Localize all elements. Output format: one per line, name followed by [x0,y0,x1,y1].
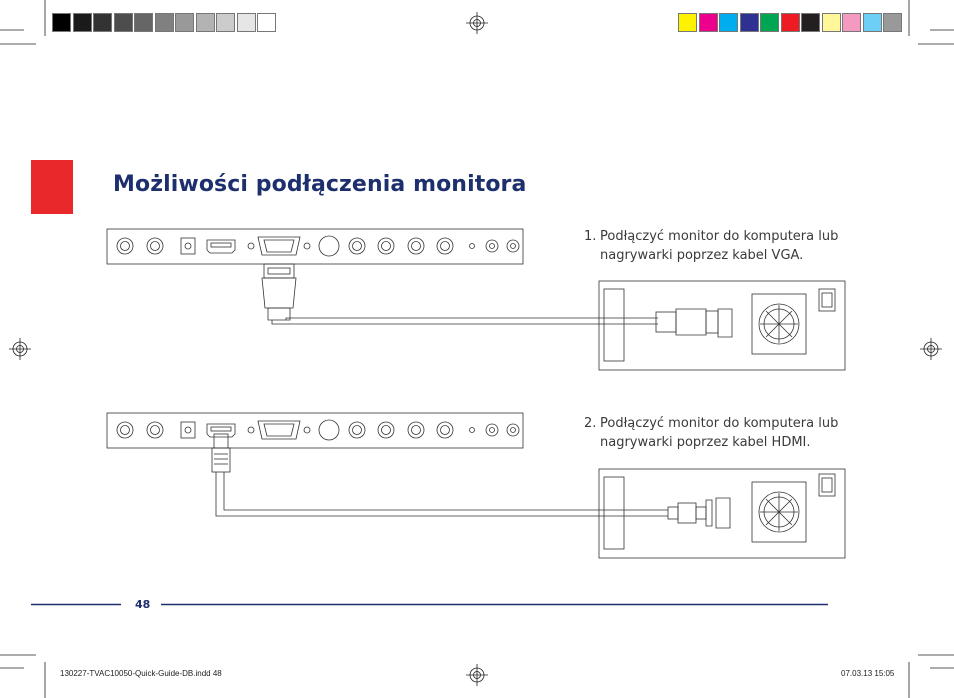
computer-rear [598,280,846,371]
color-swatch [52,13,71,32]
color-swatch [842,13,861,32]
registration-target-icon [466,664,488,686]
color-swatch [821,13,841,32]
color-swatch [862,13,882,32]
step-1-line-1: Podłączyć monitor do komputera lub [600,229,839,244]
slug-datetime: 07.03.13 15:05 [841,669,895,678]
slug-file-name: 130227-TVAC10050-Quick-Guide-DB.indd 48 [60,669,222,678]
color-swatch [780,13,800,32]
step-2-text: 2.Podłączyć monitor do komputera lub nag… [584,414,838,452]
step-1-text: 1.Podłączyć monitor do komputera lub nag… [584,227,838,265]
registration-target-icon [920,338,942,360]
color-swatch [698,13,718,32]
color-swatch [760,13,779,32]
color-swatch [134,13,153,32]
color-swatch [72,13,92,32]
page-number: 48 [135,598,151,611]
step-1-line-2: nagrywarki poprzez kabel VGA. [600,248,804,263]
color-swatch [739,13,759,32]
monitor-back-panel [106,228,524,265]
step-2-number: 2. [584,416,597,431]
section-tab [31,160,73,214]
step-2-line-1: Podłączyć monitor do komputera lub [600,416,839,431]
registration-target-icon [9,338,31,360]
color-swatch [678,13,697,32]
color-swatch [154,13,174,32]
page-title: Możliwości podłączenia monitora [113,172,527,197]
color-swatch [883,13,902,32]
step-1-number: 1. [584,229,597,244]
footer-rule [31,603,828,606]
color-swatch [719,13,738,32]
step-2-line-2: nagrywarki poprzez kabel HDMI. [600,435,811,450]
color-swatch [113,13,133,32]
color-swatch [216,13,235,32]
registration-target-icon [466,12,488,34]
monitor-back-panel [106,412,524,449]
color-swatch [257,13,276,32]
color-swatch [801,13,820,32]
color-swatch [195,13,215,32]
color-swatch [175,13,194,32]
color-swatch [236,13,256,32]
computer-rear [598,468,846,559]
color-swatch [93,13,112,32]
